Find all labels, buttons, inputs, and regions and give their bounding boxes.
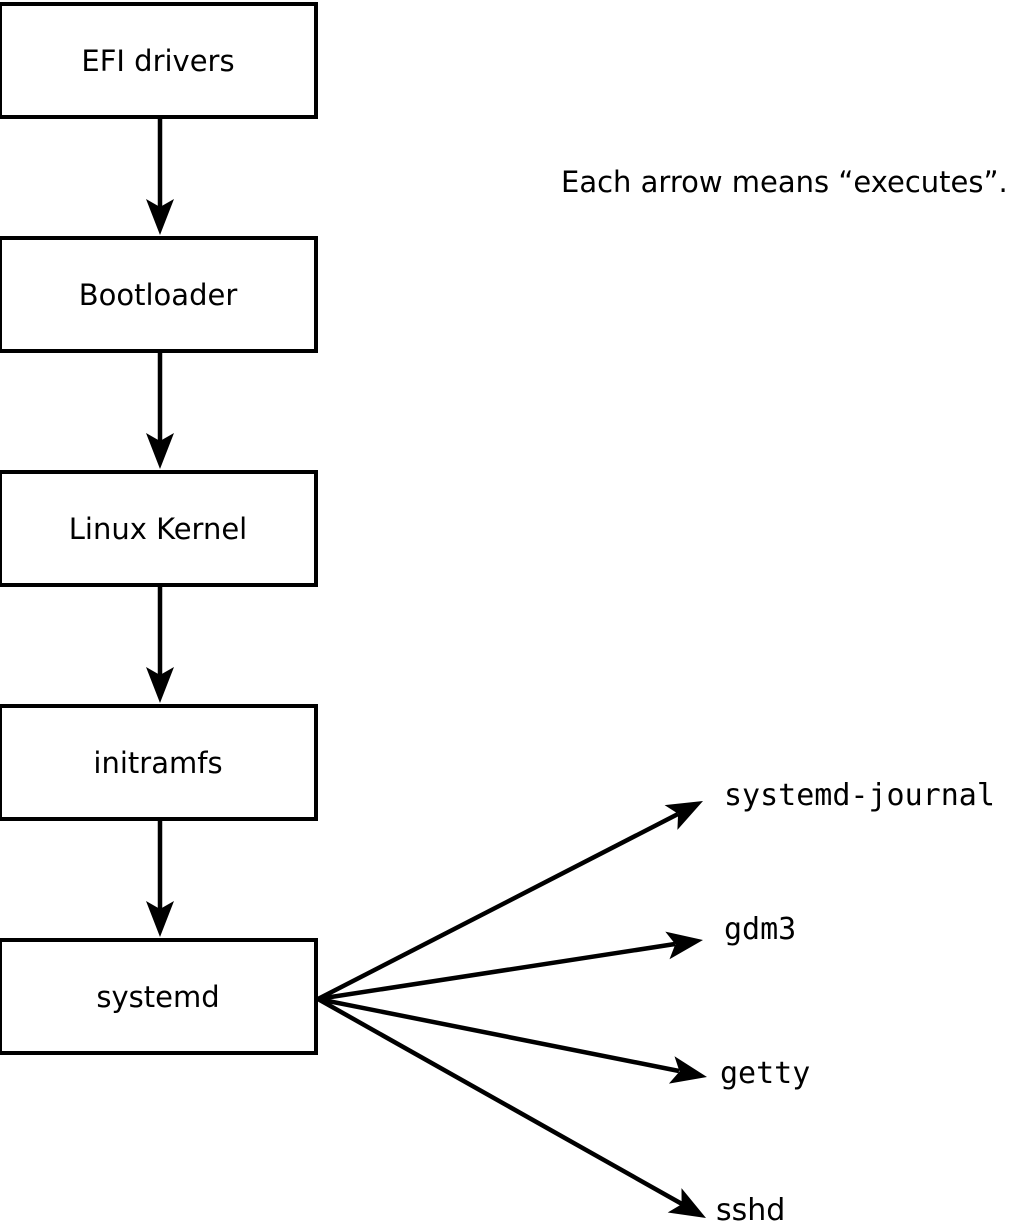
- arrow-initramfs-to-systemd: [146, 821, 174, 937]
- arrow-efi-drivers-to-bootloader: [146, 119, 174, 235]
- node-systemd: systemd: [0, 938, 318, 1055]
- node-label: initramfs: [93, 745, 223, 780]
- node-efi-drivers: EFI drivers: [0, 2, 318, 119]
- node-label: Bootloader: [78, 277, 238, 312]
- target-label-sshd: sshd: [716, 1193, 786, 1228]
- node-linux-kernel: Linux Kernel: [0, 470, 318, 587]
- node-initramfs: initramfs: [0, 704, 318, 821]
- arrow-bootloader-to-linux-kernel: [146, 353, 174, 469]
- legend-note: Each arrow means “executes”.: [561, 165, 1008, 199]
- arrow-linux-kernel-to-initramfs: [146, 587, 174, 703]
- target-label-systemd-journal: systemd-journal: [724, 778, 995, 813]
- target-label-getty: getty: [720, 1056, 811, 1091]
- arrow-systemd-to-getty: [317, 996, 707, 1084]
- target-label-gdm3: gdm3: [724, 912, 797, 947]
- arrow-systemd-to-sshd: [316, 997, 706, 1218]
- node-label: EFI drivers: [81, 43, 235, 78]
- arrow-systemd-to-systemd-journal: [316, 801, 703, 1002]
- node-label: Linux Kernel: [68, 511, 248, 546]
- node-label: systemd: [96, 979, 220, 1014]
- node-bootloader: Bootloader: [0, 236, 318, 353]
- arrow-systemd-to-gdm3: [317, 931, 703, 1002]
